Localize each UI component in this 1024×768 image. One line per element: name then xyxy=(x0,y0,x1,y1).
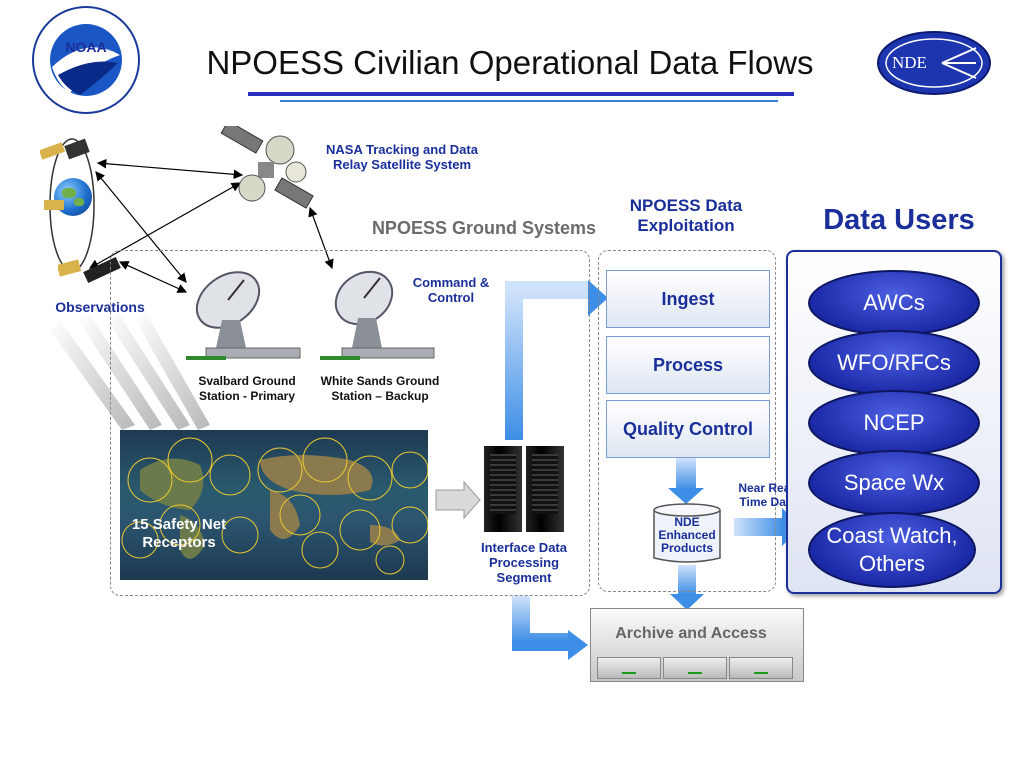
data-user-coast-watch-label: Coast Watch, Others xyxy=(826,523,958,576)
satellite-icon xyxy=(56,256,122,284)
nasa-tdrss-label: NASA Tracking and Data Relay Satellite S… xyxy=(326,142,478,172)
arrow-products-to-archive-head xyxy=(670,594,704,610)
satellite-icon xyxy=(42,196,66,216)
ingest-box: Ingest xyxy=(606,270,770,328)
quality-control-box: Quality Control xyxy=(606,400,770,458)
process-label: Process xyxy=(652,355,724,375)
safety-net-label: 15 Safety Net Receptors xyxy=(131,516,227,551)
nde-products-cylinder: NDE Enhanced Products xyxy=(652,502,722,566)
observations-label: Observations xyxy=(55,299,145,315)
data-user-coast-watch: Coast Watch, Others xyxy=(808,512,976,588)
nde-products-label: NDE Enhanced Products xyxy=(658,515,716,555)
page-title: NPOESS Civilian Operational Data Flows xyxy=(206,44,814,81)
ingest-label: Ingest xyxy=(661,289,715,309)
observation-beam-3 xyxy=(106,313,190,430)
data-user-wfo-rfcs-label: WFO/RFCs xyxy=(837,350,951,375)
title-underline-light xyxy=(280,100,778,102)
svalbard-label: Svalbard Ground Station - Primary xyxy=(198,374,296,403)
exploitation-label: NPOESS Data Exploitation xyxy=(629,196,743,235)
arrow-products-to-users-shaft xyxy=(734,518,784,536)
data-user-space-wx-label: Space Wx xyxy=(843,470,945,495)
white-sands-dish-icon xyxy=(320,262,440,362)
near-real-time-label: Near Real-Time Data xyxy=(738,481,798,509)
satellite-icon xyxy=(39,138,90,168)
noaa-logo: NOAA xyxy=(30,5,142,115)
arrow-sat-to-svalbard-2 xyxy=(118,261,188,293)
arrow-tdrss-to-whitesands xyxy=(308,206,334,270)
title-underline-dark xyxy=(248,92,794,96)
archive-access-label: Archive and Access xyxy=(615,625,767,642)
nde-logo: NDE xyxy=(876,30,992,96)
arrow-qc-to-products-shaft xyxy=(676,458,696,490)
observation-beam-1 xyxy=(50,320,135,430)
command-control-label: Command & Control xyxy=(412,275,490,305)
arrow-map-to-idps xyxy=(435,480,481,520)
idps-servers-icon xyxy=(484,446,566,534)
arrow-qc-to-products-head xyxy=(668,488,704,504)
arrow-head-archive xyxy=(568,630,588,660)
noaa-logo-text: NOAA xyxy=(65,39,107,55)
observation-beam-4 xyxy=(134,313,210,430)
exploitation-region xyxy=(598,250,776,592)
tdrss-satellite-icon xyxy=(218,120,318,216)
white-sands-label: White Sands Ground Station – Backup xyxy=(320,374,440,403)
observation-beam-2 xyxy=(78,315,162,430)
arrow-idps-to-archive xyxy=(512,596,570,651)
ground-systems-region xyxy=(110,250,590,596)
data-user-space-wx: Space Wx xyxy=(808,450,980,516)
nde-logo-text: NDE xyxy=(892,53,927,72)
arrow-sat-to-tdrss xyxy=(96,158,244,180)
idps-label: Interface Data Processing Segment xyxy=(481,540,567,585)
process-box: Process xyxy=(606,336,770,394)
svalbard-dish-icon xyxy=(186,262,306,362)
data-user-ncep: NCEP xyxy=(808,390,980,456)
ground-systems-label: NPOESS Ground Systems xyxy=(371,218,596,238)
data-user-ncep-label: NCEP xyxy=(863,410,925,435)
data-user-awcs: AWCs xyxy=(808,270,980,336)
data-user-wfo-rfcs: WFO/RFCs xyxy=(808,330,980,396)
arrow-products-to-archive-shaft xyxy=(678,565,696,595)
data-user-awcs-label: AWCs xyxy=(863,290,925,315)
data-users-title: Data Users xyxy=(823,204,975,236)
arrow-idps-to-ingest xyxy=(505,281,590,440)
world-map-image: 15 Safety Net Receptors xyxy=(120,430,428,580)
archive-access-box: Archive and Access xyxy=(590,608,804,682)
quality-control-label: Quality Control xyxy=(623,419,753,439)
